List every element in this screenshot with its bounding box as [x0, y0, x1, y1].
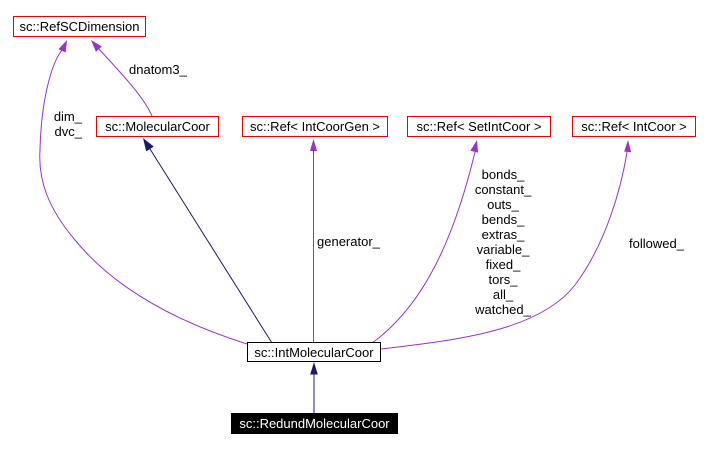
class-node-ref-setintcoor[interactable]: sc::Ref< SetIntCoor > — [407, 116, 551, 137]
class-node-refscdimension[interactable]: sc::RefSCDimension — [13, 16, 146, 37]
edge-inherit-molecularcoor — [143, 138, 273, 344]
edge-label-dnatom3: dnatom3_ — [129, 62, 187, 77]
edge-inherit-intmolecularcoor — [310, 362, 318, 413]
edge-label-dim-dvc: dim_ dvc_ — [53, 109, 82, 139]
class-node-redundmolecularcoor: sc::RedundMolecularCoor — [231, 413, 398, 434]
edge-dnatom3 — [91, 40, 153, 117]
edge-label-followed: followed_ — [629, 236, 684, 251]
edge-members — [371, 140, 479, 344]
edge-label-generator: generator_ — [317, 234, 380, 249]
edge-dim-dvc — [39, 40, 248, 345]
edge-followed — [380, 140, 632, 350]
class-node-ref-intcoor[interactable]: sc::Ref< IntCoor > — [572, 116, 696, 137]
edge-generator — [310, 139, 317, 343]
class-node-molecularcoor[interactable]: sc::MolecularCoor — [96, 116, 219, 137]
class-node-intmolecularcoor[interactable]: sc::IntMolecularCoor — [247, 342, 381, 362]
edge-label-members: bonds_ constant_ outs_ bends_ extras_ va… — [474, 167, 532, 317]
class-node-ref-intcoorgen[interactable]: sc::Ref< IntCoorGen > — [242, 116, 388, 137]
